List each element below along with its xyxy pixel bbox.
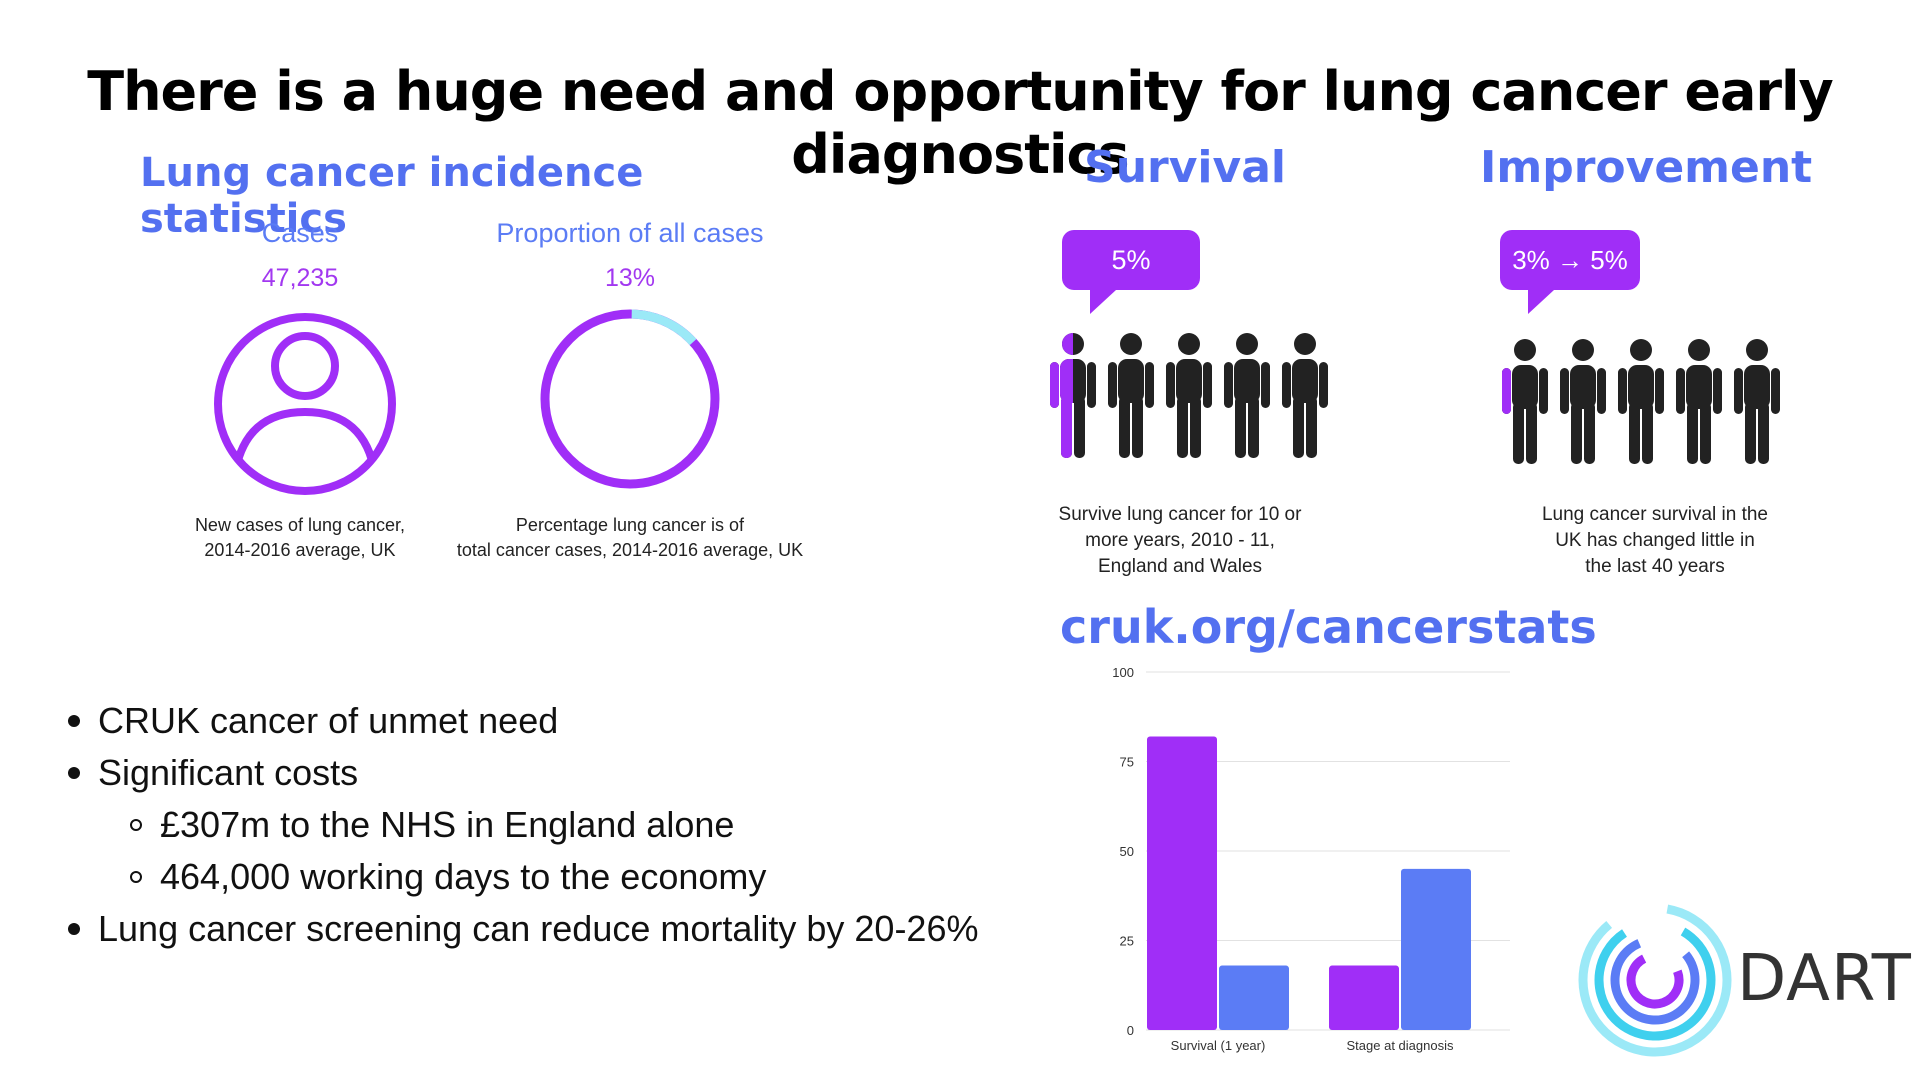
y-tick-label: 75 [1120,755,1134,770]
survival-people-icons [1050,333,1328,458]
y-tick-label: 100 [1112,665,1134,680]
person-icon [1224,333,1270,458]
proportion-caption-line1: Percentage lung cancer is of [515,515,745,535]
proportion-value: 13% [604,264,656,292]
y-tick-label: 0 [1127,1023,1134,1038]
bullet-list: CRUK cancer of unmet need Significant co… [60,695,979,955]
survival-title: Survival [1084,142,1286,193]
bar-0-1 [1219,965,1289,1030]
proportion-arc [631,309,697,346]
improvement-people-icons [1502,339,1780,464]
person-icon [1618,339,1664,464]
bullet-item: CRUK cancer of unmet need [60,695,979,747]
x-category-label: Survival (1 year) [1171,1038,1266,1053]
survival-caption-line2: more years, 2010 - 11, [1085,530,1275,551]
bullet-dot [68,767,80,779]
sub-bullet-ring [130,871,142,883]
survival-caption-line3: England and Wales [1097,556,1263,577]
cases-caption-line2: 2014-2016 average, UK [204,540,396,560]
bar-1-1 [1401,868,1471,1030]
bullet-item: Significant costs [60,747,979,799]
person-icon [1166,333,1212,458]
improvement-bubble: 3% → 5% [1500,230,1640,290]
person-circle-icon [214,313,396,495]
cases-caption-line1: New cases of lung cancer, [194,515,406,535]
survival-bubble-tail [1090,290,1116,314]
y-tick-label: 25 [1120,934,1134,949]
person-icon [1676,339,1722,464]
person-icon [1734,339,1780,464]
bar-0-0 [1147,736,1217,1030]
improvement-bubble-tail [1528,290,1554,314]
proportion-caption-line2: total cancer cases, 2014-2016 average, U… [456,540,804,560]
dart-logo-icon [1578,903,1732,1057]
improvement-caption-line1: Lung cancer survival in the [1541,504,1768,525]
bullet-dot [68,923,80,935]
sub-bullet-item: £307m to the NHS in England alone [60,799,979,851]
cases-label: Cases [261,218,339,248]
sub-bullet-text: £307m to the NHS in England alone [160,804,735,845]
bullet-text: CRUK cancer of unmet need [98,700,559,741]
proportion-donut-chart [540,309,720,489]
incidence-title: Lung cancer incidence statistics [140,150,644,242]
survival-caption-line1: Survive lung cancer for 10 or [1058,504,1302,525]
dart-logo-text: DART [1737,942,1912,1016]
improvement-caption-line2: UK has changed little in [1555,530,1755,551]
improvement-caption-line3: the last 40 years [1585,556,1725,577]
page-title: There is a huge need and opportunity for… [87,60,1834,186]
sub-bullet-text: 464,000 working days to the economy [160,856,767,897]
bullet-text: Significant costs [98,752,359,793]
bullet-text: Lung cancer screening can reduce mortali… [98,908,979,949]
cases-value: 47,235 [261,264,339,292]
sub-bullet-item: 464,000 working days to the economy [60,851,979,903]
improvement-title: Improvement [1480,142,1813,193]
source-link[interactable]: cruk.org/cancerstats [1060,600,1597,654]
sub-bullet-ring [130,819,142,831]
bar-chart: 0 25 50 75 100 Survival (1 year) Stage at dia… [1112,665,1510,1053]
bar-1-0 [1329,965,1399,1030]
y-tick-label: 50 [1120,844,1134,859]
person-icon [1108,333,1154,458]
x-category-label: Stage at diagnosis [1347,1038,1454,1053]
survival-bubble: 5% [1062,230,1200,290]
bullet-item: Lung cancer screening can reduce mortali… [60,903,979,955]
bullet-dot [68,715,80,727]
person-icon [1560,339,1606,464]
person-icon [1282,333,1328,458]
proportion-label: Proportion of all cases [496,218,764,248]
